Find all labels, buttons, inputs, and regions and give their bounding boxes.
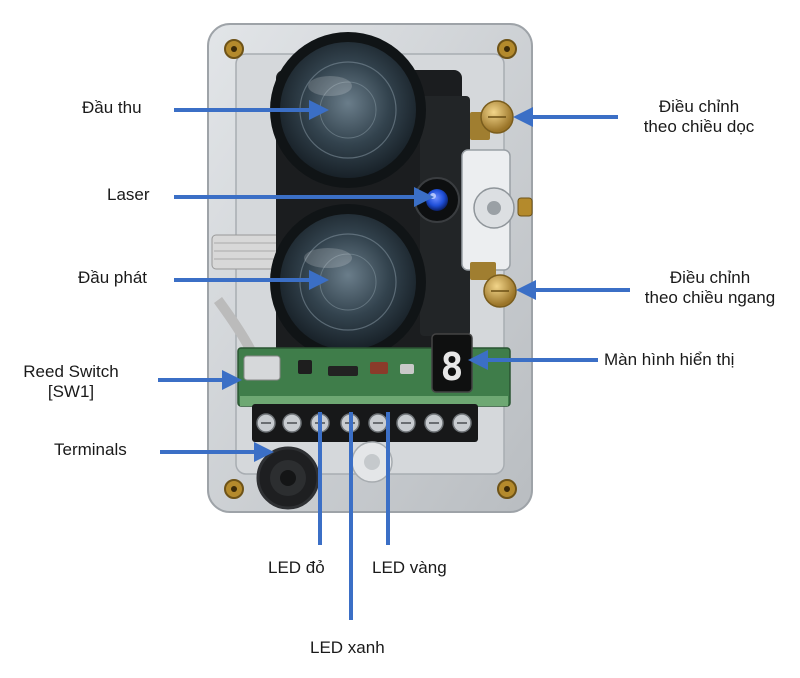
transmitter-lens — [270, 204, 426, 360]
label-terminals: Terminals — [54, 440, 127, 459]
terminal-screw-icon — [452, 413, 472, 433]
screw-icon — [497, 39, 517, 59]
label-led-red: LED đỏ — [268, 558, 325, 577]
label-horizontal-adjust-line1: Điều chỉnh — [669, 268, 751, 287]
label-display: Màn hình hiển thị — [604, 350, 735, 369]
corner-screws — [224, 39, 517, 499]
label-vertical-adjust-line1: Điều chỉnh — [658, 97, 740, 116]
label-receiver: Đầu thu — [82, 98, 142, 117]
screw-icon — [224, 39, 244, 59]
terminal-screw-icon — [396, 413, 416, 433]
display-digit: 8 — [441, 345, 464, 389]
mount-post — [351, 441, 393, 483]
label-horizontal-adjust: Điều chỉnh theo chiều ngang — [630, 268, 790, 308]
cable-gland — [256, 446, 320, 510]
left-arrows — [158, 100, 434, 462]
laser-emitter — [414, 177, 460, 223]
label-led-yellow: LED vàng — [372, 558, 447, 577]
terminal-screw-icon — [424, 413, 444, 433]
receiver-lens — [270, 32, 426, 188]
label-laser: Laser — [107, 185, 150, 204]
terminal-screw-icon — [256, 413, 276, 433]
terminal-block — [252, 404, 478, 442]
label-transmitter: Đầu phát — [78, 268, 147, 287]
terminal-screw-icon — [368, 413, 388, 433]
label-horizontal-adjust-line2: theo chiều ngang — [644, 288, 776, 307]
terminal-screw-icon — [282, 413, 302, 433]
label-vertical-adjust: Điều chỉnh theo chiều dọc — [624, 97, 774, 137]
screw-icon — [497, 479, 517, 499]
seven-segment-display: 8 — [431, 333, 473, 393]
adjustment-bracket — [461, 149, 533, 271]
label-reed-switch-line2: [SW1] — [47, 382, 95, 401]
label-reed-switch: Reed Switch [SW1] — [14, 362, 128, 402]
label-reed-switch-line1: Reed Switch — [23, 362, 119, 381]
label-led-green: LED xanh — [310, 638, 385, 657]
right-arrows — [468, 107, 630, 370]
label-vertical-adjust-line2: theo chiều dọc — [643, 117, 755, 136]
led-lead-lines — [318, 412, 390, 620]
screw-icon — [224, 479, 244, 499]
